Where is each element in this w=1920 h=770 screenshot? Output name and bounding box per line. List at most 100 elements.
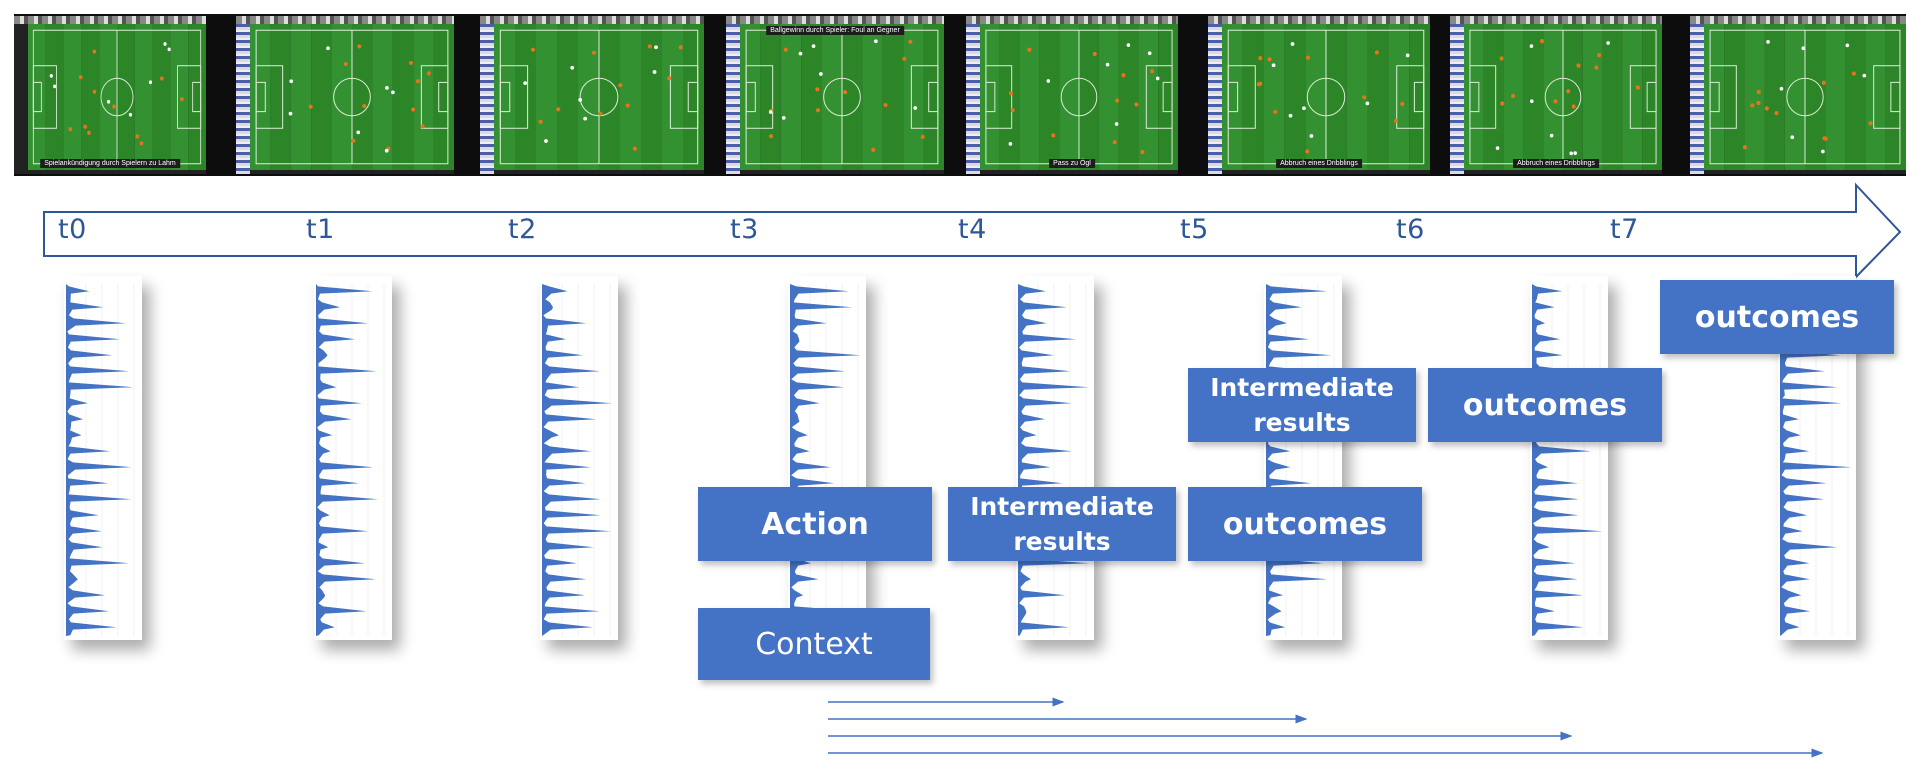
- away-player-marker: [1779, 86, 1784, 91]
- home-player-marker: [1305, 149, 1310, 154]
- home-player-marker: [1394, 118, 1399, 124]
- time-label-t4: t4: [958, 214, 987, 245]
- pitch-view: [28, 24, 206, 170]
- feature-column-t2: [540, 276, 618, 640]
- away-player-marker: [1530, 99, 1534, 104]
- pitch-view: [1222, 24, 1430, 170]
- away-player-marker: [1147, 51, 1152, 56]
- crowd-image: [1208, 16, 1222, 174]
- away-player-marker: [1155, 76, 1160, 81]
- pitch-view: [250, 24, 454, 170]
- home-player-marker: [1539, 39, 1544, 44]
- away-player-marker: [1862, 73, 1867, 78]
- away-player-marker: [913, 106, 918, 110]
- home-player-marker: [308, 104, 313, 109]
- action-box: Action: [698, 487, 932, 561]
- pitch-view: [1464, 24, 1662, 170]
- home-player-marker: [180, 97, 184, 102]
- home-player-marker: [83, 124, 87, 129]
- home-player-marker: [815, 87, 820, 92]
- home-player-marker: [1267, 57, 1272, 62]
- pitch-view: [980, 24, 1178, 170]
- home-player-marker: [1756, 100, 1761, 106]
- home-player-marker: [78, 75, 83, 80]
- feature-column-t3: [788, 276, 866, 640]
- frame-caption: Spielankündigung durch Spielern zu Lahm: [40, 159, 180, 168]
- away-player-marker: [385, 86, 389, 90]
- away-player-marker: [128, 112, 133, 117]
- home-player-marker: [1764, 106, 1769, 111]
- time-label-t2: t2: [508, 214, 537, 245]
- home-player-marker: [556, 107, 561, 112]
- home-player-marker: [415, 79, 421, 84]
- home-player-marker: [1256, 82, 1261, 87]
- home-player-marker: [1009, 91, 1013, 96]
- home-player-marker: [92, 89, 97, 94]
- home-player-marker: [678, 45, 683, 50]
- home-player-marker: [591, 50, 597, 55]
- home-player-marker: [1822, 136, 1827, 141]
- time-label-t0: t0: [58, 214, 87, 245]
- match-frame-t3: Ballgewinn durch Spieler: Foul an Gegner: [726, 16, 944, 174]
- home-player-marker: [1150, 69, 1155, 74]
- frame-scoreboard: [1690, 16, 1906, 24]
- home-player-marker: [871, 147, 876, 152]
- home-player-marker: [1027, 47, 1032, 52]
- time-label-t6: t6: [1396, 214, 1425, 245]
- away-player-marker: [811, 44, 816, 48]
- home-player-marker: [1821, 80, 1826, 85]
- home-player-marker: [647, 44, 652, 49]
- home-player-marker: [902, 56, 907, 61]
- crowd-image: [1690, 16, 1704, 174]
- away-player-marker: [326, 46, 330, 51]
- home-player-marker: [618, 83, 623, 88]
- away-player-marker: [1790, 135, 1795, 140]
- away-player-marker: [874, 39, 878, 44]
- crowd-image: [236, 16, 250, 174]
- match-frame-t2: [480, 16, 704, 174]
- home-player-marker: [667, 76, 672, 81]
- away-player-marker: [570, 65, 575, 70]
- home-player-marker: [1571, 104, 1576, 109]
- home-player-marker: [768, 134, 774, 139]
- frame-scoreboard: [1208, 16, 1430, 24]
- home-player-marker: [1756, 90, 1761, 95]
- away-player-marker: [1309, 134, 1314, 138]
- home-player-marker: [1742, 145, 1747, 150]
- home-player-marker: [1774, 110, 1779, 116]
- match-frame-t6: Abbruch eines Dribblings: [1450, 16, 1662, 174]
- away-player-marker: [1126, 43, 1131, 47]
- crowd-image: [726, 16, 740, 174]
- home-player-marker: [1092, 51, 1097, 57]
- frame-scoreboard: [480, 16, 704, 24]
- feature-spectrum: [1018, 284, 1090, 636]
- home-player-marker: [1010, 108, 1015, 113]
- away-player-marker: [391, 90, 395, 95]
- home-player-marker: [1140, 149, 1145, 155]
- match-frame-t0: Spielankündigung durch Spielern zu Lahm: [14, 16, 206, 174]
- home-player-marker: [1576, 63, 1581, 68]
- home-player-marker: [426, 71, 431, 76]
- away-player-marker: [1288, 113, 1293, 118]
- home-player-marker: [112, 104, 116, 109]
- feature-spectrum: [1532, 284, 1603, 636]
- time-label-t1: t1: [306, 214, 335, 245]
- crowd-image: [480, 16, 494, 174]
- match-frame-t1: [236, 16, 454, 174]
- intermediate-results-box-t5: Intermediate results: [1188, 368, 1416, 442]
- feature-spectrum: [316, 284, 379, 636]
- feature-spectrum: [1266, 284, 1332, 636]
- home-player-marker: [1597, 53, 1602, 58]
- frame-caption: Pass zu Ögl: [1049, 159, 1095, 168]
- away-player-marker: [1573, 151, 1577, 155]
- away-player-marker: [819, 72, 823, 76]
- home-player-marker: [357, 44, 362, 49]
- away-player-marker: [1405, 53, 1410, 58]
- home-player-marker: [908, 39, 913, 44]
- away-player-marker: [1105, 62, 1110, 67]
- away-player-marker: [163, 42, 167, 46]
- away-player-marker: [654, 45, 658, 50]
- match-frame-t4: Pass zu Ögl: [966, 16, 1178, 174]
- frame-caption: Ballgewinn durch Spieler: Foul an Gegner: [766, 26, 904, 35]
- feature-column-t6: [1530, 276, 1608, 640]
